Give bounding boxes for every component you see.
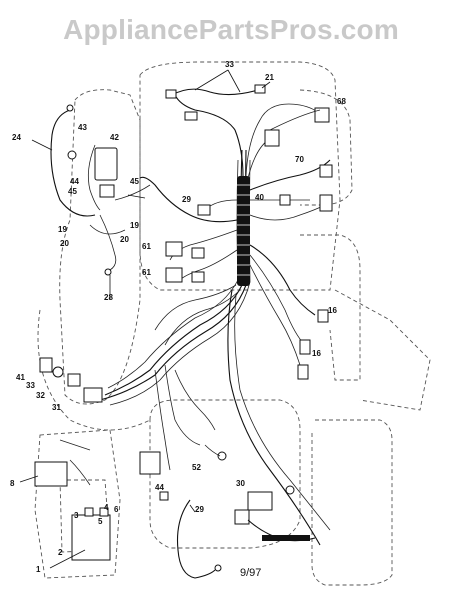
callout-20: 20 [60,239,69,248]
date-code: 9/97 [240,567,261,579]
callout-70: 70 [295,155,304,164]
callout-3: 3 [74,511,79,520]
callout-32: 33 [26,381,35,390]
callout-19b: 19 [130,221,139,230]
callout-25: 28 [104,293,113,302]
callout-5: 5 [98,517,103,526]
callout-29: 30 [236,479,245,488]
leader-lines [19,69,271,569]
callout-45: 44 [155,483,164,492]
callout-22: 33 [225,60,234,69]
callout-68: 68 [337,97,346,106]
callout-44b: 45 [130,177,139,186]
callout-41: 42 [110,133,119,142]
right-connectors [264,107,333,380]
lower-middle-parts [139,444,227,579]
callout-44: 45 [68,187,77,196]
callout-43: 44 [70,177,79,186]
top-connectors [165,84,266,121]
callout-6: 6 [114,505,119,514]
callout-16: 16 [328,306,337,315]
relays [165,204,211,283]
left-wire-assembly [50,104,151,276]
frame-outlines [34,61,431,586]
callout-20b: 20 [120,235,129,244]
callout-19: 19 [58,225,67,234]
callout-52: 52 [192,463,201,472]
callout-24: 24 [12,133,21,142]
ignition-switch [39,357,103,403]
callout-16b: 16 [312,349,321,358]
callout-21: 21 [265,73,274,82]
callout-2: 2 [58,548,63,557]
callout-8: 8 [10,479,15,488]
callout-1: 1 [36,565,41,574]
callout-61: 61 [142,242,151,251]
callout-31: 32 [36,391,45,400]
callout-30: 31 [52,403,61,412]
callout-33: 41 [16,373,25,382]
lower-right-connector [234,485,316,542]
callout-labels: 33 21 68 24 43 42 70 44 45 45 40 29 19 1… [10,60,346,574]
callout-28: 29 [195,505,204,514]
callout-61b: 61 [142,268,151,277]
callout-42: 43 [78,123,87,132]
watermark: AppliancePartsPros.com [63,14,399,45]
callout-26: 29 [182,195,191,204]
callout-4: 4 [104,503,109,512]
solenoid-assembly [34,439,111,561]
callout-40: 40 [255,193,264,202]
